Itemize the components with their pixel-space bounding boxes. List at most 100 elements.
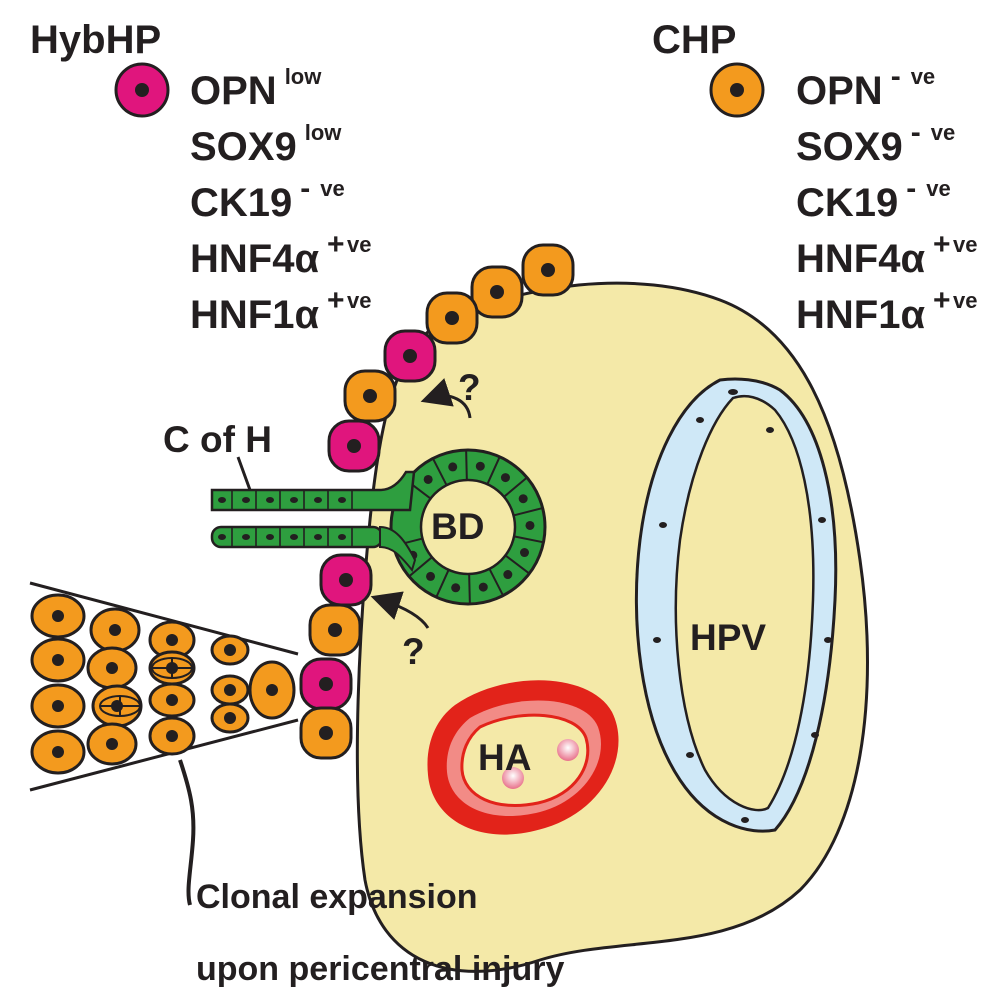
expanding-chp-cell	[210, 702, 250, 734]
marker-level-sign: +	[933, 284, 951, 317]
caption-line-1: Clonal expansion	[196, 878, 478, 916]
hybhp-cell	[327, 419, 381, 473]
marker-level: low	[285, 64, 323, 89]
coh-nucleus	[218, 534, 226, 540]
question-mark-top: ?	[458, 367, 481, 408]
marker-row: CK19-ve	[796, 172, 951, 225]
bd-nucleus	[426, 571, 436, 581]
differentiation-arrow-bottom: ?	[370, 591, 430, 672]
hybhp-cell	[319, 553, 373, 607]
marker-level-sign: +	[327, 228, 345, 261]
chp-cell	[308, 603, 362, 657]
chp-cell	[470, 265, 524, 319]
bd-cell-border	[513, 507, 543, 517]
marker-level: ve	[320, 176, 344, 201]
marker-level: low	[305, 120, 343, 145]
bd-nucleus	[423, 474, 433, 484]
bd-cell-border	[503, 476, 528, 498]
expanding-chp-cell	[86, 646, 138, 690]
marker-level: ve	[911, 64, 935, 89]
marker-level-sign: -	[906, 172, 916, 205]
coh-nucleus	[338, 534, 346, 540]
marker-level: ve	[347, 288, 371, 313]
coh-nucleus	[242, 534, 250, 540]
caption-line-2: upon pericentral injury	[196, 950, 564, 988]
bd-cell-border	[504, 554, 530, 575]
chp-cell	[425, 291, 479, 345]
bd-nucleus	[451, 583, 461, 593]
differentiation-arrow-top: ?	[420, 367, 481, 419]
marker-row: OPN-ve	[796, 60, 935, 113]
hepatic-portal-vein: HPV	[634, 377, 838, 833]
bd-nucleus	[525, 520, 535, 530]
chp-legend-title: CHP	[652, 18, 736, 62]
marker-level-sign: +	[933, 228, 951, 261]
marker-level: ve	[926, 176, 950, 201]
expanding-chp-cell	[148, 620, 196, 660]
bd-cell-border	[465, 449, 468, 481]
clonal-expansion-cone	[29, 581, 299, 906]
marker-name: SOX9	[190, 125, 297, 169]
marker-name: HNF1α	[190, 293, 319, 337]
bd-cell-border	[408, 556, 433, 578]
marker-level-sign: -	[911, 116, 921, 149]
bd-nucleus	[519, 548, 529, 558]
marker-row: OPN low	[190, 64, 322, 113]
marker-level-sign: -	[891, 60, 901, 93]
expanding-chp-cell	[86, 722, 138, 766]
marker-row: HNF1α+ve	[796, 284, 978, 337]
expanding-chp-cell	[30, 729, 86, 775]
marker-row: CK19-ve	[190, 172, 345, 225]
marker-name: HNF4α	[796, 237, 925, 281]
mitotic-spindle-icon	[151, 657, 193, 679]
marker-name: CK19	[190, 181, 292, 225]
bd-cell-border	[488, 568, 504, 596]
marker-name: HNF4α	[190, 237, 319, 281]
expanding-chp-cell	[210, 634, 250, 666]
bd-cell-border	[486, 456, 501, 485]
coh-nucleus	[338, 497, 346, 503]
bd-label: BD	[431, 506, 484, 547]
expanding-chp-cell	[89, 607, 141, 653]
bd-nucleus	[475, 461, 485, 471]
coh-nucleus	[218, 497, 226, 503]
chp-cell-icon	[709, 62, 765, 118]
marker-name: SOX9	[796, 125, 903, 169]
expanding-chp-cell	[30, 683, 86, 729]
bd-nucleus	[500, 473, 510, 483]
marker-level: ve	[931, 120, 955, 145]
coh-nucleus	[266, 497, 274, 503]
marker-row: SOX9 low	[190, 120, 342, 169]
marker-name: OPN	[190, 69, 277, 113]
hybhp-cell-icon	[114, 62, 170, 118]
marker-name: CK19	[796, 181, 898, 225]
hybhp-cell	[383, 329, 437, 383]
marker-level: ve	[347, 232, 371, 257]
bd-cell-border	[435, 569, 450, 598]
coh-nucleus	[314, 534, 322, 540]
coh-label: C of H	[163, 419, 272, 460]
bile-duct: BD	[389, 448, 547, 606]
periportal-cell-chain	[299, 243, 575, 760]
marker-name: HNF1α	[796, 293, 925, 337]
chp-cell	[299, 706, 353, 760]
marker-level: ve	[953, 288, 977, 313]
coh-nucleus	[266, 534, 274, 540]
marker-row: HNF1α+ve	[190, 284, 372, 337]
bd-nucleus	[448, 462, 458, 472]
hpv-label: HPV	[690, 617, 766, 658]
coh-nucleus	[314, 497, 322, 503]
hybhp-cell	[299, 657, 353, 711]
mitotic-spindle-icon	[99, 695, 141, 717]
question-mark-bottom: ?	[402, 631, 425, 672]
coh-nucleus	[290, 497, 298, 503]
expanding-chp-cell	[148, 716, 196, 756]
chp-cell	[521, 243, 575, 297]
coh-nucleus	[242, 497, 250, 503]
marker-row: HNF4α+ve	[190, 228, 372, 281]
marker-level: ve	[953, 232, 977, 257]
